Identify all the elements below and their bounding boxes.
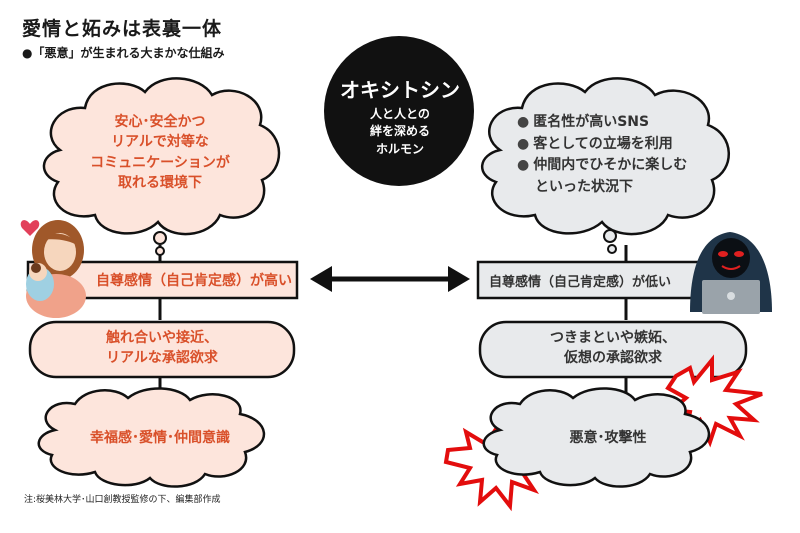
right-pill-line-2: 仮想の承認欲求 [564,350,662,367]
right-pill-line-1: つきまといや嫉妬、 [550,330,676,346]
left-pill-text: 触れ合いや接近、 リアルな承認欲求 [30,328,294,369]
right-cloud-1-tail: といった状況下 [535,179,633,196]
oxytocin-circle [324,36,474,186]
left-cloud-1-text: 安心･安全かつ リアルで対等な コミュニケーションが 取れる環境下 [60,112,260,193]
right-pill-text: つきまといや嫉妬、 仮想の承認欲求 [480,328,746,369]
right-cloud-1-item-2: 客としての立場を利用 [517,134,717,156]
left-cloud-1 [42,77,281,256]
left-cloud-2 [37,387,266,488]
footnote: 注:桜美林大学･山口創教授監修の下、編集部作成 [24,495,221,505]
page-subtitle: ●「悪意」が生まれる大まかな仕組み [22,46,225,60]
right-cloud-1-item-3: 仲間内でひそかに楽しむ [517,155,717,177]
left-cloud-2-text: 幸福感･愛情･仲間意識 [90,430,230,446]
left-cloud-1-line-1: 安心･安全かつ [114,114,206,130]
left-pill-line-2: リアルな承認欲求 [106,350,218,367]
center-desc-line-1: 人と人との [370,107,430,121]
double-arrow-icon [310,266,470,292]
right-cloud-1-item-1: 匿名性が高いSNS [517,112,717,134]
right-selfesteem-label: 自尊感情（自己肯定感）が低い [488,274,671,290]
heart-icon [20,220,40,236]
left-cloud-1-line-3: コミュニケーションが [90,154,230,171]
right-cloud-2 [482,387,711,488]
center-title: オキシトシン [340,78,460,102]
right-cloud-1-list: 匿名性が高いSNS 客としての立場を利用 仲間内でひそかに楽しむ といった状況下 [517,112,717,199]
right-pill [478,320,748,379]
right-selfesteem-box [476,260,729,300]
center-desc-line-2: 絆を深める [369,124,430,139]
left-cloud-1-line-4: 取れる環境下 [118,174,202,191]
hooded-hacker-illustration [690,232,772,314]
page-title: 愛情と妬みは表裏一体 [22,18,223,40]
right-cloud-2-text: 悪意･攻撃性 [569,430,647,446]
left-selfesteem-label: 自尊感情（自己肯定感）が高い [96,273,292,289]
center-description: 人と人との 絆を深める ホルモン [305,106,495,158]
left-pill [28,320,296,379]
left-cloud-1-line-2: リアルで対等な [111,134,209,151]
left-pill-line-1: 触れ合いや接近、 [106,330,218,346]
mother-holding-baby-illustration [26,220,86,318]
center-desc-line-3: ホルモン [375,141,424,156]
